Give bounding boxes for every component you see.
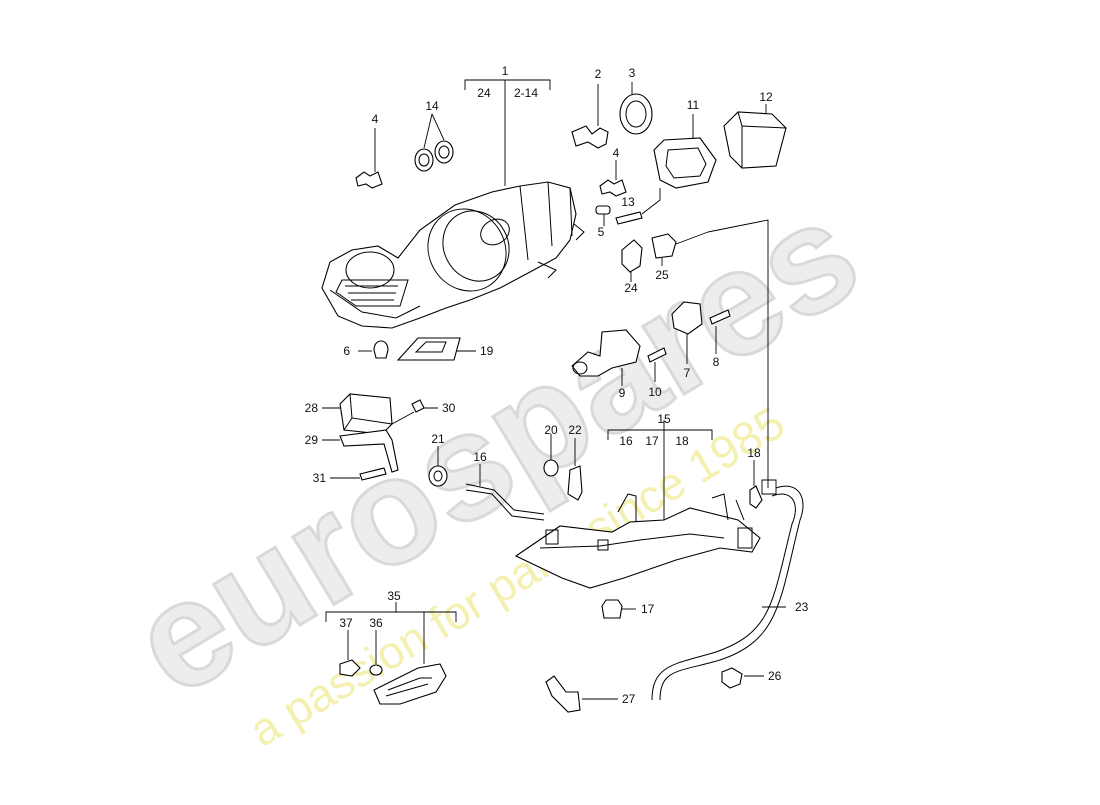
callout-1: 1 24 2-14 — [464, 64, 551, 186]
callout-9: 9 — [619, 386, 626, 400]
callout-25: 25 — [655, 268, 669, 282]
cap-20: 20 — [543, 423, 559, 477]
callout-3: 3 — [629, 66, 636, 80]
callout-15-sub-17: 17 — [645, 434, 659, 448]
rubber-mount-17: 17 — [601, 599, 655, 619]
hose-23: 23 — [651, 219, 809, 701]
callout-21: 21 — [431, 432, 445, 446]
support-plate-15: 15 16 17 18 — [514, 412, 761, 589]
clip-18: 18 — [747, 446, 763, 509]
callout-13: 13 — [621, 195, 635, 209]
levelling-motor-7: 7 — [671, 301, 703, 380]
callout-4-left: 4 — [372, 112, 379, 126]
callout-29: 29 — [305, 433, 319, 447]
callout-7: 7 — [684, 366, 691, 380]
callout-23: 23 — [795, 600, 809, 614]
callout-35: 35 — [387, 589, 401, 603]
callout-17: 17 — [641, 602, 655, 616]
callout-20: 20 — [544, 423, 558, 437]
bulb-5: 5 — [595, 205, 611, 239]
callout-37: 37 — [339, 616, 353, 630]
clip-22: 22 — [567, 423, 583, 501]
clamp-26: 26 — [721, 667, 782, 689]
connector-24: 24 — [621, 239, 643, 295]
bracket-27: 27 — [545, 675, 636, 713]
callout-22: 22 — [568, 423, 582, 437]
sensor-9: 9 — [571, 329, 641, 400]
screw-13: 13 — [615, 188, 661, 225]
screw-31: 31 — [313, 467, 387, 485]
callout-6: 6 — [343, 344, 350, 358]
callout-1-label: 1 — [502, 64, 509, 78]
bulb-6: 6 — [343, 340, 389, 359]
bracket-29: 29 — [305, 429, 399, 473]
side-marker-35: 35 — [325, 589, 457, 705]
covers-14: 14 — [414, 99, 454, 172]
callout-28: 28 — [305, 401, 319, 415]
callout-1-sub-24: 24 — [477, 86, 491, 100]
callout-31: 31 — [313, 471, 327, 485]
bulb-4-right: 4 — [599, 146, 627, 197]
bulb-holder-37: 37 — [339, 616, 361, 677]
connector-25: 25 — [651, 231, 709, 282]
callout-26: 26 — [768, 669, 782, 683]
bulb-2: 2 — [571, 67, 609, 149]
retaining-ring-3: 3 — [619, 66, 653, 135]
screw-10: 10 — [647, 347, 667, 399]
callout-24: 24 — [624, 281, 638, 295]
callout-15-sub-18: 18 — [675, 434, 689, 448]
bulb-36: 36 — [369, 616, 383, 676]
callout-8: 8 — [713, 355, 720, 369]
callout-10: 10 — [648, 385, 662, 399]
socket-11: 11 — [653, 98, 717, 189]
callout-4-right: 4 — [613, 146, 620, 160]
callout-16: 16 — [473, 450, 487, 464]
gasket-19: 19 — [396, 337, 494, 361]
callout-30: 30 — [442, 401, 456, 415]
callout-19: 19 — [480, 344, 494, 358]
callout-18: 18 — [747, 446, 761, 460]
callout-2: 2 — [595, 67, 602, 81]
callout-36: 36 — [369, 616, 383, 630]
callout-15-sub-16: 16 — [619, 434, 633, 448]
callout-1-sub-2-14: 2-14 — [514, 86, 538, 100]
ballast-control-unit-12: 12 — [723, 90, 787, 169]
headlight-housing — [321, 181, 585, 329]
callout-12: 12 — [759, 90, 773, 104]
callout-15: 15 — [657, 412, 671, 426]
callout-27: 27 — [622, 692, 636, 706]
adjusting-rod-16: 16 — [465, 450, 545, 521]
bulb-4-left: 4 — [355, 112, 383, 189]
callout-5: 5 — [598, 225, 605, 239]
callout-11: 11 — [687, 98, 700, 112]
grommet-21: 21 — [428, 432, 448, 487]
control-unit-28: 28 — [305, 393, 393, 435]
screw-30: 30 — [391, 399, 456, 425]
callout-14: 14 — [425, 99, 439, 113]
screw-8: 8 — [709, 309, 731, 369]
